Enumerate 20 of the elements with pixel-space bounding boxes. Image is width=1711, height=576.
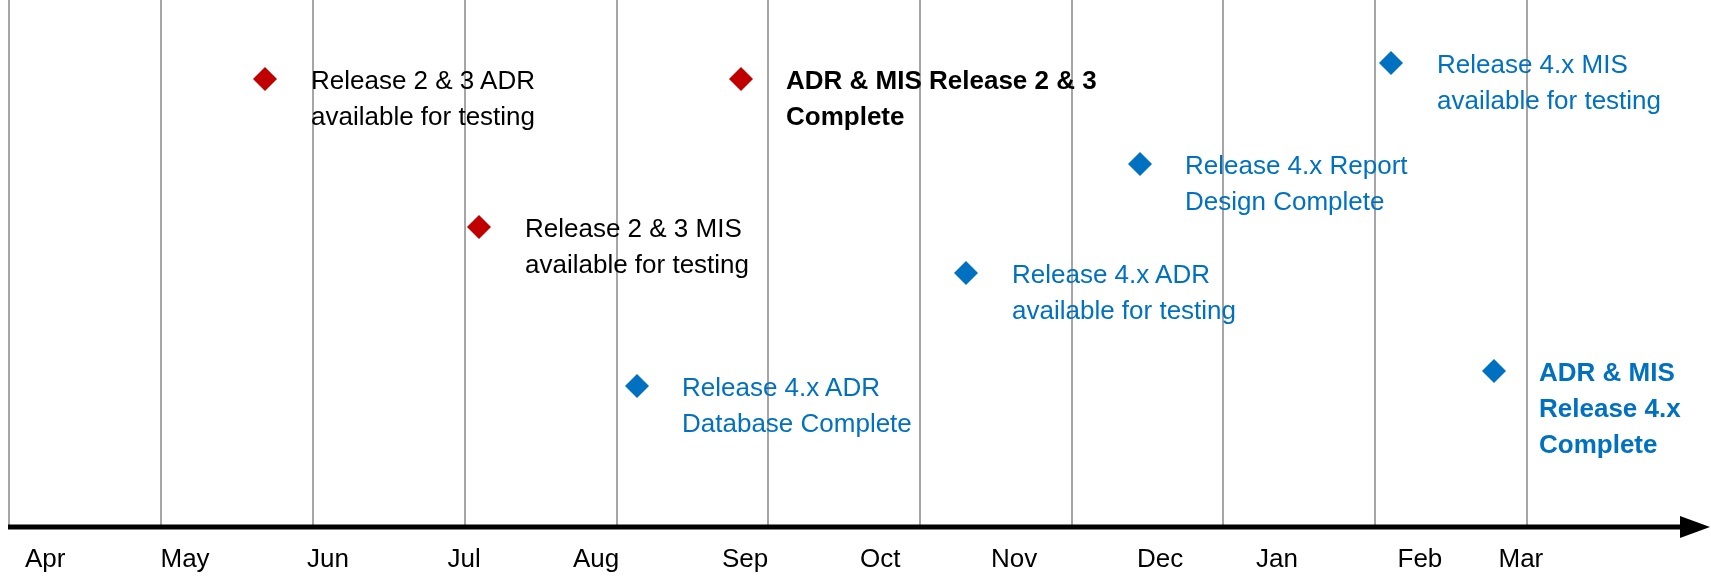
month-label: Oct (860, 543, 901, 573)
milestone-label: Release 2 & 3 ADR available for testing (311, 62, 601, 134)
month-label: Apr (25, 543, 66, 573)
month-label: Aug (573, 543, 620, 573)
month-label: Jan (1256, 543, 1298, 573)
milestone-label: Release 4.x MIS available for testing (1437, 46, 1709, 118)
month-label: Jun (307, 543, 349, 573)
month-label: Dec (1137, 543, 1184, 573)
milestone-label: Release 4.x Report Design Complete (1185, 147, 1465, 219)
month-label: Sep (722, 543, 769, 573)
milestone-label: Release 4.x ADR available for testing (1012, 256, 1312, 328)
month-label: Jul (447, 543, 481, 573)
milestone-label: ADR & MIS Release 4.x Complete (1539, 354, 1689, 462)
month-label: Nov (991, 543, 1038, 573)
month-label: Feb (1397, 543, 1443, 573)
month-label: May (160, 543, 210, 573)
milestone-label: Release 2 & 3 MIS available for testing (525, 210, 815, 282)
month-label: Mar (1498, 543, 1544, 573)
milestone-label: Release 4.x ADR Database Complete (682, 369, 982, 441)
milestone-label: ADR & MIS Release 2 & 3 Complete (786, 62, 1116, 134)
